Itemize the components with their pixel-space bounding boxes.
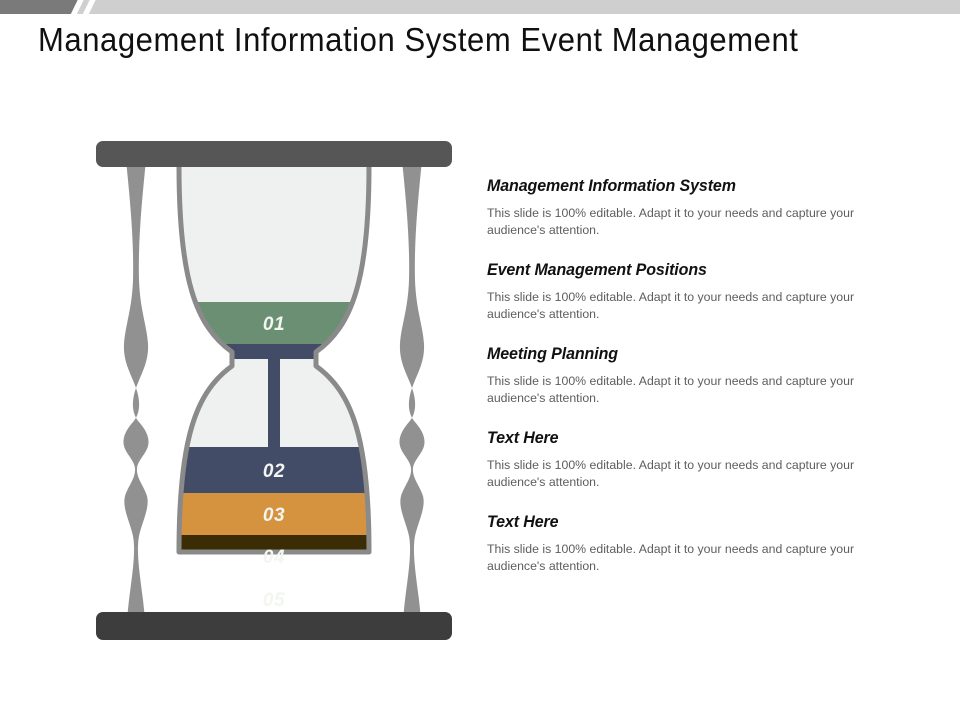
content-heading: Text Here [487,429,559,447]
content-heading: Text Here [487,513,559,531]
content-body: This slide is 100% editable. Adapt it to… [487,374,855,405]
hourglass-band-label-03: 03 [263,505,285,526]
hourglass-diagram: 01 02 03 04 05 [84,130,464,650]
content-block: Text Here This slide is 100% editable. A… [487,512,902,574]
hourglass-band-label-01: 01 [263,314,285,335]
content-column: Management Information System This slide… [487,176,902,574]
hourglass-bottom-bar [96,612,452,640]
hourglass-lower-chamber [179,447,369,552]
content-heading: Management Information System [487,177,736,195]
hourglass-band-label-05: 05 [263,590,285,611]
content-body: This slide is 100% editable. Adapt it to… [487,542,855,573]
hourglass-glass-outline [176,165,372,555]
content-body: This slide is 100% editable. Adapt it to… [487,206,855,237]
band-light-segment [0,0,960,14]
hourglass-band-03-fill [179,493,369,535]
slide-title: Management Information System Event Mana… [38,21,799,58]
hourglass-sand-stream [268,352,280,452]
content-block: Meeting Planning This slide is 100% edit… [487,344,902,406]
hourglass-band-label-02: 02 [263,461,285,482]
content-body: This slide is 100% editable. Adapt it to… [487,290,855,321]
content-heading: Event Management Positions [487,261,707,279]
content-block: Text Here This slide is 100% editable. A… [487,428,902,490]
hourglass-top-bar [96,141,452,167]
content-body: This slide is 100% editable. Adapt it to… [487,458,855,489]
content-heading: Meeting Planning [487,345,618,363]
hourglass-band-02-fill [179,447,369,493]
hourglass-band-label-04: 04 [263,547,285,568]
top-decorative-band [0,0,960,14]
band-dark-segment [0,0,78,14]
hourglass-band-04-fill [179,535,369,552]
content-block: Event Management Positions This slide is… [487,260,902,322]
content-block: Management Information System This slide… [487,176,902,238]
hourglass-right-pillar [399,160,425,640]
hourglass-left-pillar [123,160,149,640]
